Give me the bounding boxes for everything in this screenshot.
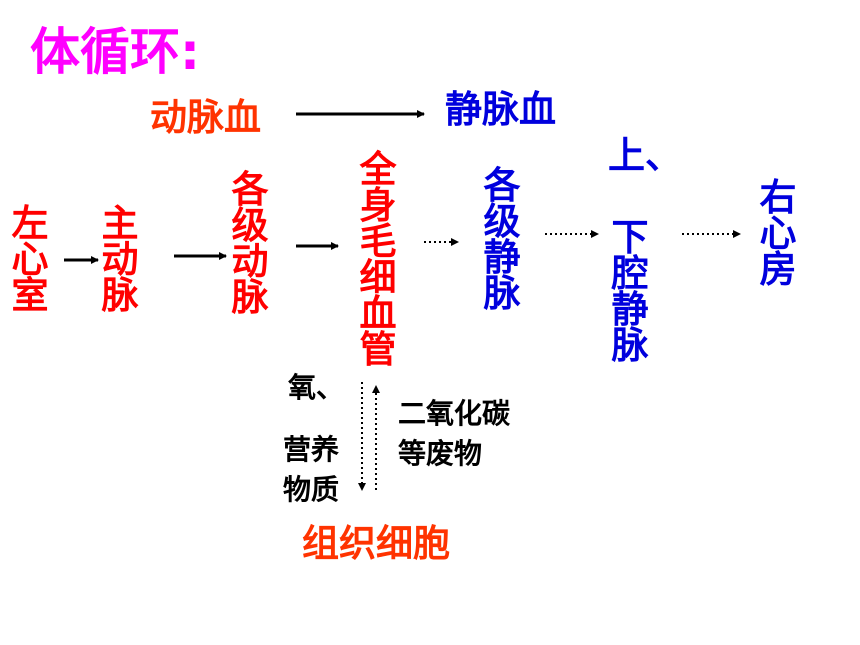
- vena-cava-label: 下腔静脉: [611, 216, 649, 367]
- veins-label: 各级静脉: [483, 164, 521, 315]
- nutrients-label-line2: 物质: [283, 473, 340, 506]
- right-atrium-label: 右心房: [759, 176, 797, 291]
- co2-label-line2: 等废物: [398, 437, 483, 470]
- co2-label-line1: 二氧化碳: [398, 397, 511, 430]
- capillaries-label: 全身毛细血管: [359, 148, 397, 371]
- tissue-cells-label: 组织细胞: [302, 522, 450, 565]
- nutrients-label-line1: 营养: [283, 433, 340, 466]
- arterial-blood-label: 动脉血: [150, 96, 261, 139]
- aorta-label: 主动脉: [101, 202, 139, 317]
- arteries-label: 各级动脉: [231, 168, 269, 319]
- page-title: 体循环:: [30, 23, 200, 81]
- left-ventricle-label: 左心室: [11, 202, 49, 317]
- oxygen-label: 氧、: [288, 371, 345, 404]
- venous-blood-label: 静脉血: [445, 88, 556, 131]
